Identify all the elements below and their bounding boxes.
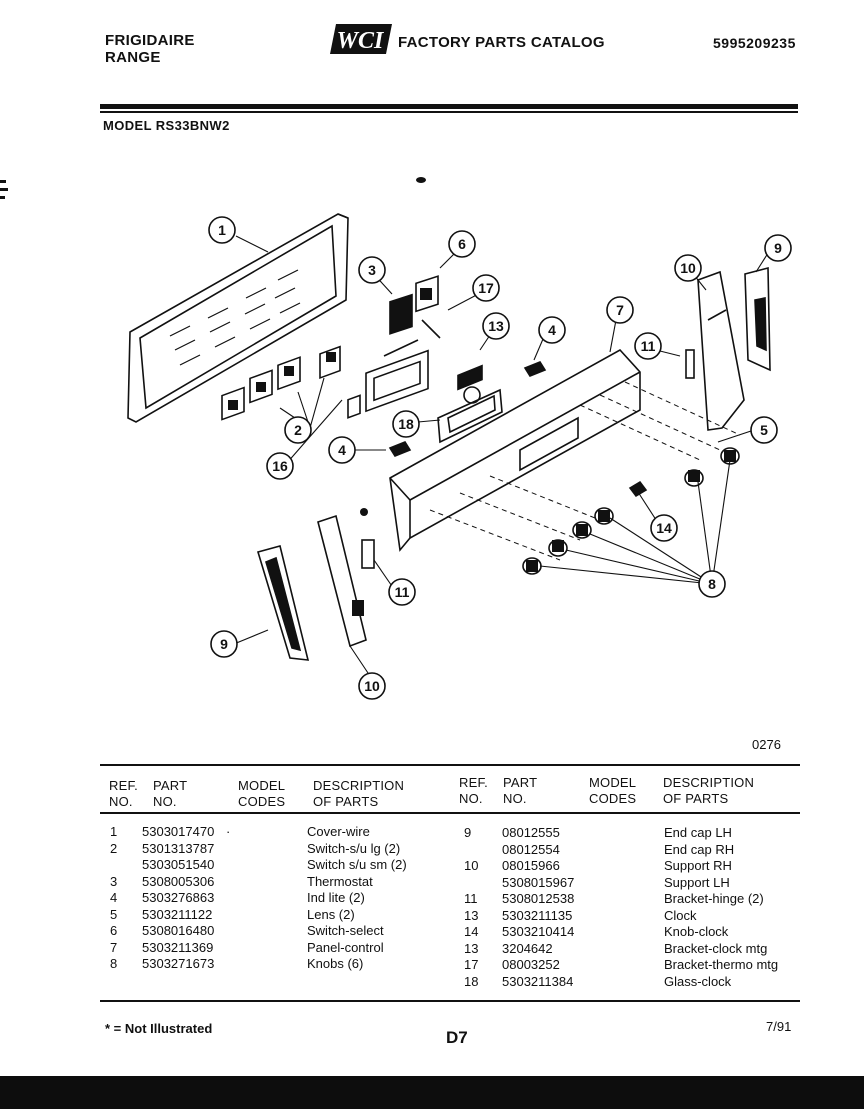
svg-text:2: 2 <box>294 422 302 438</box>
part-control-panel <box>389 348 741 561</box>
svg-text:17: 17 <box>478 280 494 296</box>
part-ind-lite-lower <box>388 441 412 457</box>
svg-text:16: 16 <box>272 458 288 474</box>
part-right-end-cap <box>744 266 771 372</box>
table-bottom-rule <box>100 1000 800 1002</box>
callout-13: 13 <box>482 312 510 340</box>
svg-text:6: 6 <box>458 236 466 252</box>
svg-text:4: 4 <box>548 322 556 338</box>
ink-dot <box>416 177 426 183</box>
model-line: MODEL RS33BNW2 <box>103 118 230 133</box>
svg-text:11: 11 <box>641 338 656 354</box>
product-name: RANGE <box>105 49 161 66</box>
logo-text: WCI <box>337 28 385 54</box>
callout-16: 16 <box>266 452 294 480</box>
scan-edge-mark <box>0 180 8 199</box>
svg-text:8: 8 <box>708 576 716 592</box>
callout-9-right: 9 <box>764 234 792 262</box>
svg-text:5: 5 <box>760 422 768 438</box>
svg-text:4: 4 <box>338 442 346 458</box>
svg-text:10: 10 <box>680 260 696 276</box>
page-id: D7 <box>446 1028 468 1047</box>
part-left-support <box>317 514 367 648</box>
callout-11-right: 11 <box>634 332 662 360</box>
revision-date: 7/91 <box>766 1019 792 1034</box>
col-desc-left: DESCRIPTION OF PARTS <box>313 778 405 809</box>
part-thermostat-cluster <box>347 275 441 419</box>
callout-9-left: 9 <box>210 630 238 658</box>
brand-name: FRIGIDAIRE <box>105 32 195 49</box>
svg-text:9: 9 <box>220 636 228 652</box>
col-part-right: PART NO. <box>503 775 538 806</box>
part-switches <box>221 345 341 421</box>
callout-leaders <box>233 235 771 677</box>
svg-text:18: 18 <box>398 416 414 432</box>
part-clock <box>437 364 503 444</box>
table-header-rule <box>100 812 800 814</box>
callout-3: 3 <box>358 256 386 284</box>
svg-text:11: 11 <box>395 584 410 600</box>
figure-code: 0276 <box>752 737 781 752</box>
part-cover-wire <box>127 213 349 423</box>
header-rule-thick <box>100 104 798 109</box>
brand-block: FRIGIDAIRE RANGE <box>105 32 195 66</box>
table-top-rule <box>100 764 800 766</box>
svg-text:7: 7 <box>616 302 624 318</box>
exploded-parts-diagram: 1 2 3 4 4 5 6 7 8 9 9 10 10 11 11 13 14 … <box>127 177 792 700</box>
callout-4-lower: 4 <box>328 436 356 464</box>
col-ref-right: REF. NO. <box>459 775 488 806</box>
part-left-end-cap <box>256 545 310 661</box>
part-right-hinge-bracket <box>685 349 695 379</box>
part-left-hinge-bracket <box>361 539 375 569</box>
svg-text:3: 3 <box>368 262 376 278</box>
callout-10-right: 10 <box>674 254 702 282</box>
callout-10-left: 10 <box>358 672 386 700</box>
part-ind-lite-upper <box>523 361 547 377</box>
col-codes-right: MODEL CODES <box>589 775 637 806</box>
svg-text:10: 10 <box>364 678 380 694</box>
callout-8: 8 <box>698 570 726 598</box>
callout-14: 14 <box>650 514 678 542</box>
part-right-support <box>697 270 745 431</box>
callout-5: 5 <box>750 416 778 444</box>
scan-bottom-band <box>0 1076 864 1109</box>
callout-1: 1 <box>208 216 236 244</box>
footer-note: * = Not Illustrated <box>105 1021 213 1036</box>
catalog-title: FACTORY PARTS CATALOG <box>398 34 605 51</box>
callouts: 1 2 3 4 4 5 6 7 8 9 9 10 10 11 11 13 14 … <box>208 216 792 700</box>
col-part-left: PART NO. <box>153 778 188 809</box>
callout-4-upper: 4 <box>538 316 566 344</box>
wci-logo: WCI <box>330 22 394 61</box>
header-rule-thin <box>100 111 798 113</box>
part-knobs <box>522 447 740 575</box>
callout-2: 2 <box>284 416 312 444</box>
ink-dot-small <box>360 508 368 516</box>
col-ref-left: REF. NO. <box>109 778 138 809</box>
callout-17: 17 <box>472 274 500 302</box>
col-codes-left: MODEL CODES <box>238 778 286 809</box>
part-knob-clock <box>628 480 648 498</box>
catalog-number: 5995209235 <box>713 35 796 51</box>
svg-text:13: 13 <box>488 318 504 334</box>
callout-18: 18 <box>392 410 420 438</box>
callout-7: 7 <box>606 296 634 324</box>
callout-6: 6 <box>448 230 476 258</box>
svg-text:9: 9 <box>774 240 782 256</box>
svg-text:1: 1 <box>218 222 226 238</box>
callout-11-left: 11 <box>388 578 416 606</box>
col-desc-right: DESCRIPTION OF PARTS <box>663 775 755 806</box>
svg-text:14: 14 <box>656 520 672 536</box>
